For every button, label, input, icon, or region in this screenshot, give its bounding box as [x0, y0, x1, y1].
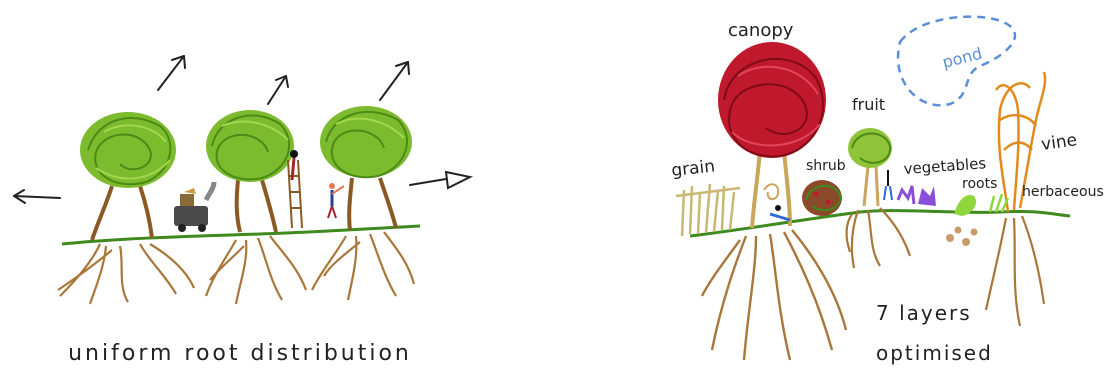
arrow-up-right-icon	[268, 76, 288, 104]
tractor-icon	[174, 182, 214, 232]
label-canopy: canopy	[728, 20, 794, 41]
grain-plants	[676, 184, 740, 236]
vegetable-plants	[898, 186, 936, 206]
arrow-up-right-icon	[380, 62, 409, 100]
vine-roots	[986, 216, 1044, 326]
label-fruit: fruit	[852, 95, 885, 114]
label-vine: vine	[1040, 130, 1078, 155]
tree-roots	[58, 244, 194, 304]
label-vegetables: vegetables	[903, 154, 987, 178]
label-herbaceous: herbaceous	[1022, 184, 1104, 200]
label-grain: grain	[670, 157, 716, 181]
shrub-plant	[802, 180, 842, 216]
tree-roots	[312, 232, 414, 300]
arrow-up-right-icon	[158, 56, 185, 90]
label-pond: pond	[940, 44, 984, 72]
farmer-on-ladder-icon	[288, 150, 302, 228]
fruit-tree-roots	[847, 208, 911, 268]
label-shrub: shrub	[806, 158, 846, 174]
person-picking-icon	[328, 183, 344, 218]
uniform-tree	[80, 112, 176, 240]
person-resting-icon	[770, 205, 790, 220]
right-panel: pond grain canopy	[670, 17, 1103, 365]
left-caption: uniform root distribution	[68, 341, 412, 366]
left-panel: uniform root distribution	[14, 56, 470, 366]
canopy-roots	[702, 230, 846, 360]
arrow-left-icon	[14, 190, 60, 203]
arrow-right-icon	[410, 172, 470, 188]
uniform-tree	[206, 110, 294, 232]
right-caption-line-2: optimised	[876, 341, 993, 365]
right-caption-line-1: 7 layers	[876, 301, 972, 325]
person-standing-icon	[884, 170, 892, 200]
ground-line	[690, 211, 1070, 236]
tree-roots	[206, 236, 306, 304]
label-roots: roots	[962, 176, 997, 192]
root-crops	[946, 195, 978, 246]
